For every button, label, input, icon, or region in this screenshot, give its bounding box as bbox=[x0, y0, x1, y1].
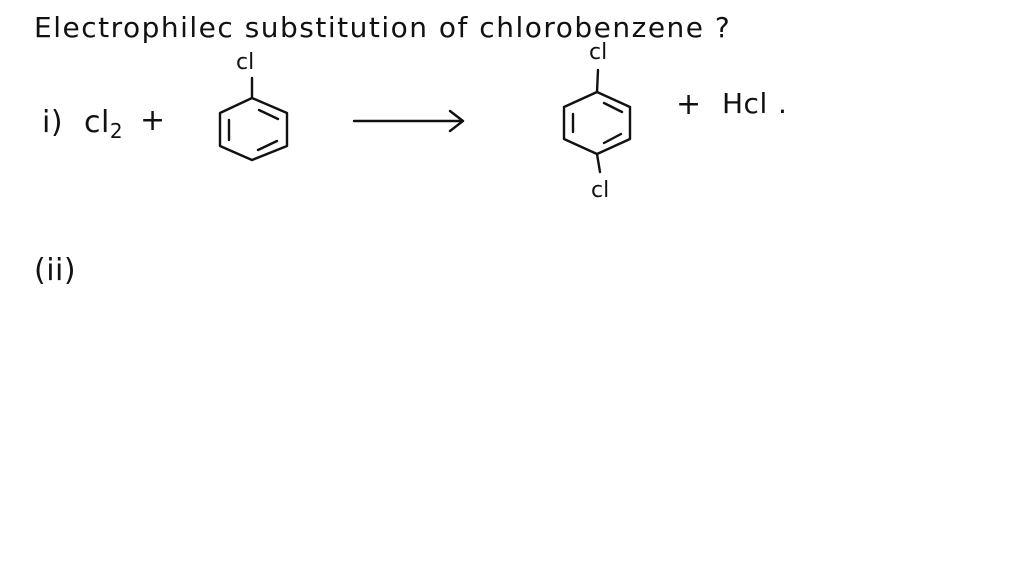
step-2-label: (ii) bbox=[34, 253, 77, 288]
benzene-ring-reactant bbox=[218, 76, 289, 162]
byproduct-hcl: Hcl bbox=[722, 87, 768, 120]
arrow-head bbox=[448, 109, 465, 133]
double-bond-inner-3 bbox=[602, 132, 623, 145]
reagent-symbol: cl bbox=[84, 105, 110, 140]
product-chloro-substituent-bottom: cl bbox=[591, 178, 610, 203]
reagent-subscript: 2 bbox=[109, 119, 124, 143]
double-bond-inner-3 bbox=[256, 139, 279, 152]
reaction-arrow bbox=[352, 109, 465, 133]
end-period: . bbox=[778, 87, 788, 120]
step-1-label: i) bbox=[42, 105, 64, 140]
plus-sign-reactants: + bbox=[140, 103, 166, 138]
reactant-chloro-substituent: cl bbox=[236, 50, 255, 75]
page-title: Electrophilec substitution of chlorobenz… bbox=[34, 11, 732, 44]
product-chloro-substituent-top: cl bbox=[589, 40, 608, 65]
double-bond-inner-1 bbox=[602, 101, 624, 114]
benzene-ring-product bbox=[562, 68, 632, 174]
reagent-chlorine: cl2 bbox=[84, 105, 124, 143]
bond-to-cl-bottom bbox=[595, 152, 602, 174]
double-bond-inner-1 bbox=[257, 108, 280, 121]
plus-sign-products: + bbox=[676, 87, 702, 122]
bond-to-cl-top bbox=[595, 68, 600, 94]
ring-outline bbox=[218, 96, 289, 162]
